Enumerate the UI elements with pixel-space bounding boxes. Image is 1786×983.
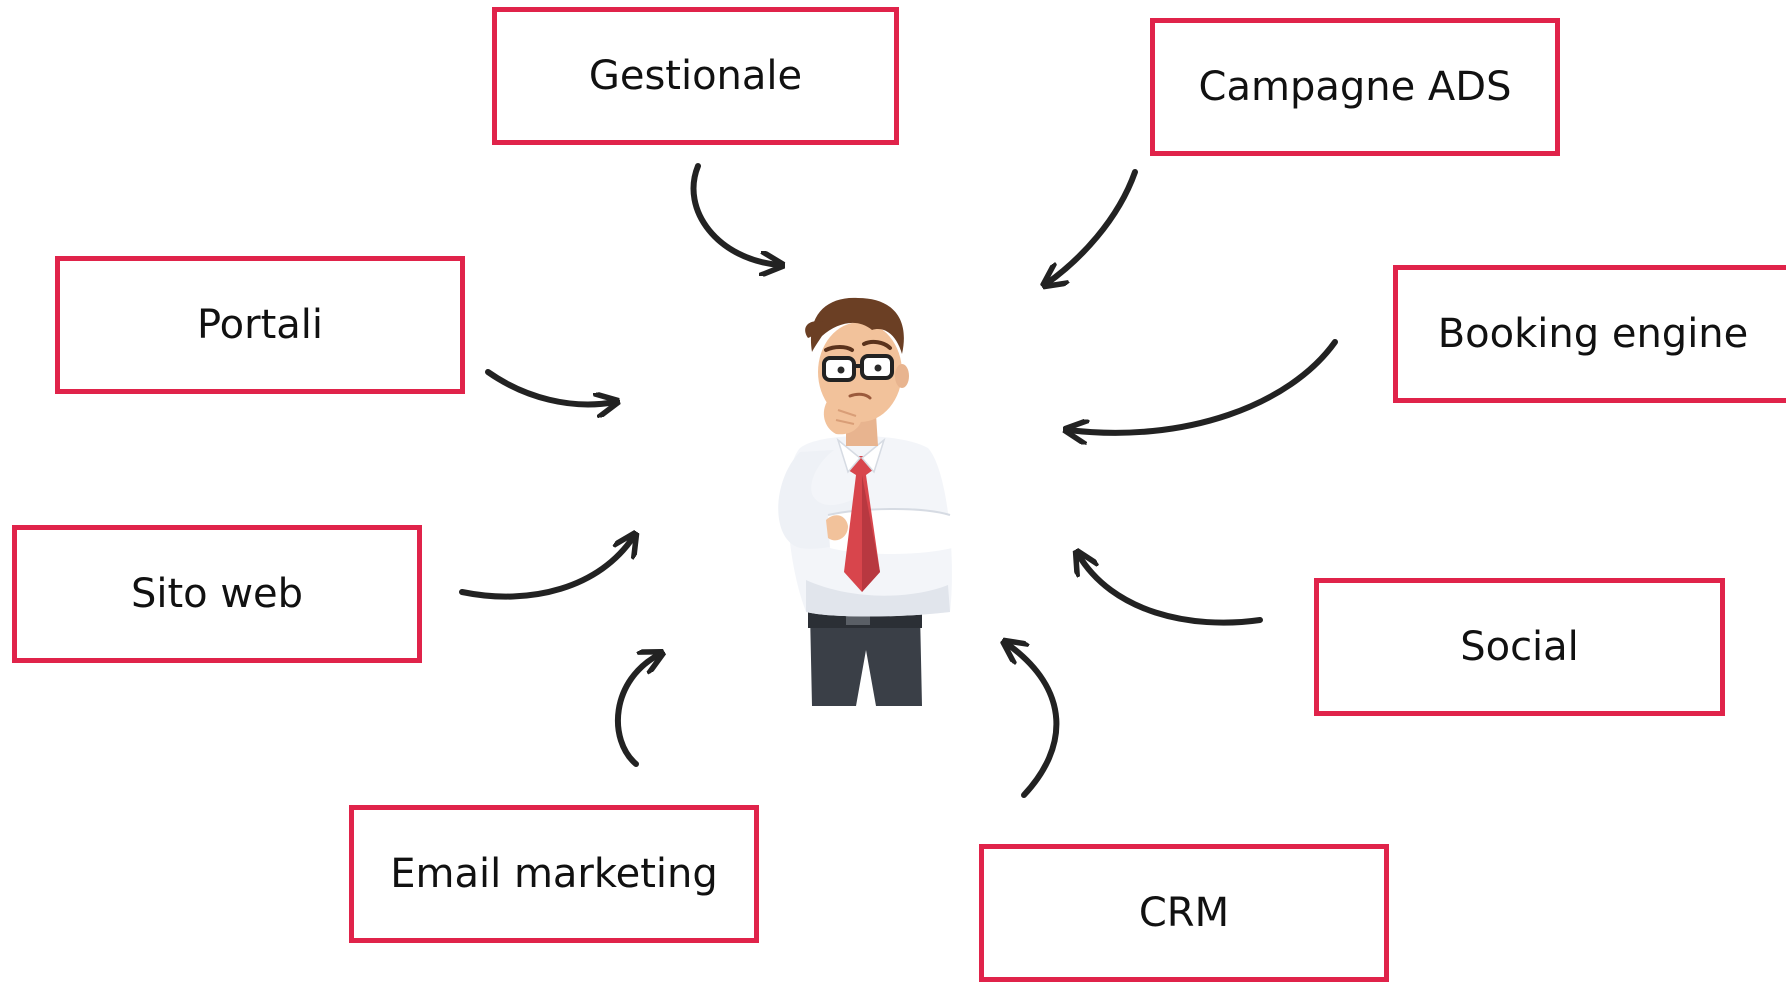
campagne-ads-box: Campagne ADS bbox=[1150, 18, 1560, 156]
arrow-portali bbox=[485, 369, 615, 404]
portali-box: Portali bbox=[55, 256, 465, 394]
arrow-social bbox=[1078, 554, 1263, 626]
crm-label: CRM bbox=[1138, 890, 1230, 936]
arrow-sito-web bbox=[459, 536, 634, 600]
email-marketing-box: Email marketing bbox=[349, 805, 759, 943]
portali-label: Portali bbox=[196, 302, 324, 348]
email-marketing-label: Email marketing bbox=[390, 851, 718, 897]
booking-engine-box: Booking engine bbox=[1393, 265, 1786, 403]
gestionale-label: Gestionale bbox=[588, 53, 803, 99]
social-label: Social bbox=[1460, 624, 1579, 670]
arrow-campagne-ads bbox=[1046, 169, 1138, 284]
sito-web-box: Sito web bbox=[12, 525, 422, 663]
campagne-ads-label: Campagne ADS bbox=[1198, 64, 1512, 110]
arrow-crm bbox=[1006, 643, 1060, 798]
booking-engine-label: Booking engine bbox=[1437, 311, 1749, 357]
arrow-gestionale bbox=[690, 163, 780, 265]
gestionale-box: Gestionale bbox=[492, 7, 899, 145]
arrow-email-marketing bbox=[615, 654, 660, 767]
crm-box: CRM bbox=[979, 844, 1389, 982]
social-box: Social bbox=[1314, 578, 1725, 716]
sito-web-label: Sito web bbox=[130, 571, 304, 617]
arrow-booking-engine bbox=[1068, 339, 1338, 433]
